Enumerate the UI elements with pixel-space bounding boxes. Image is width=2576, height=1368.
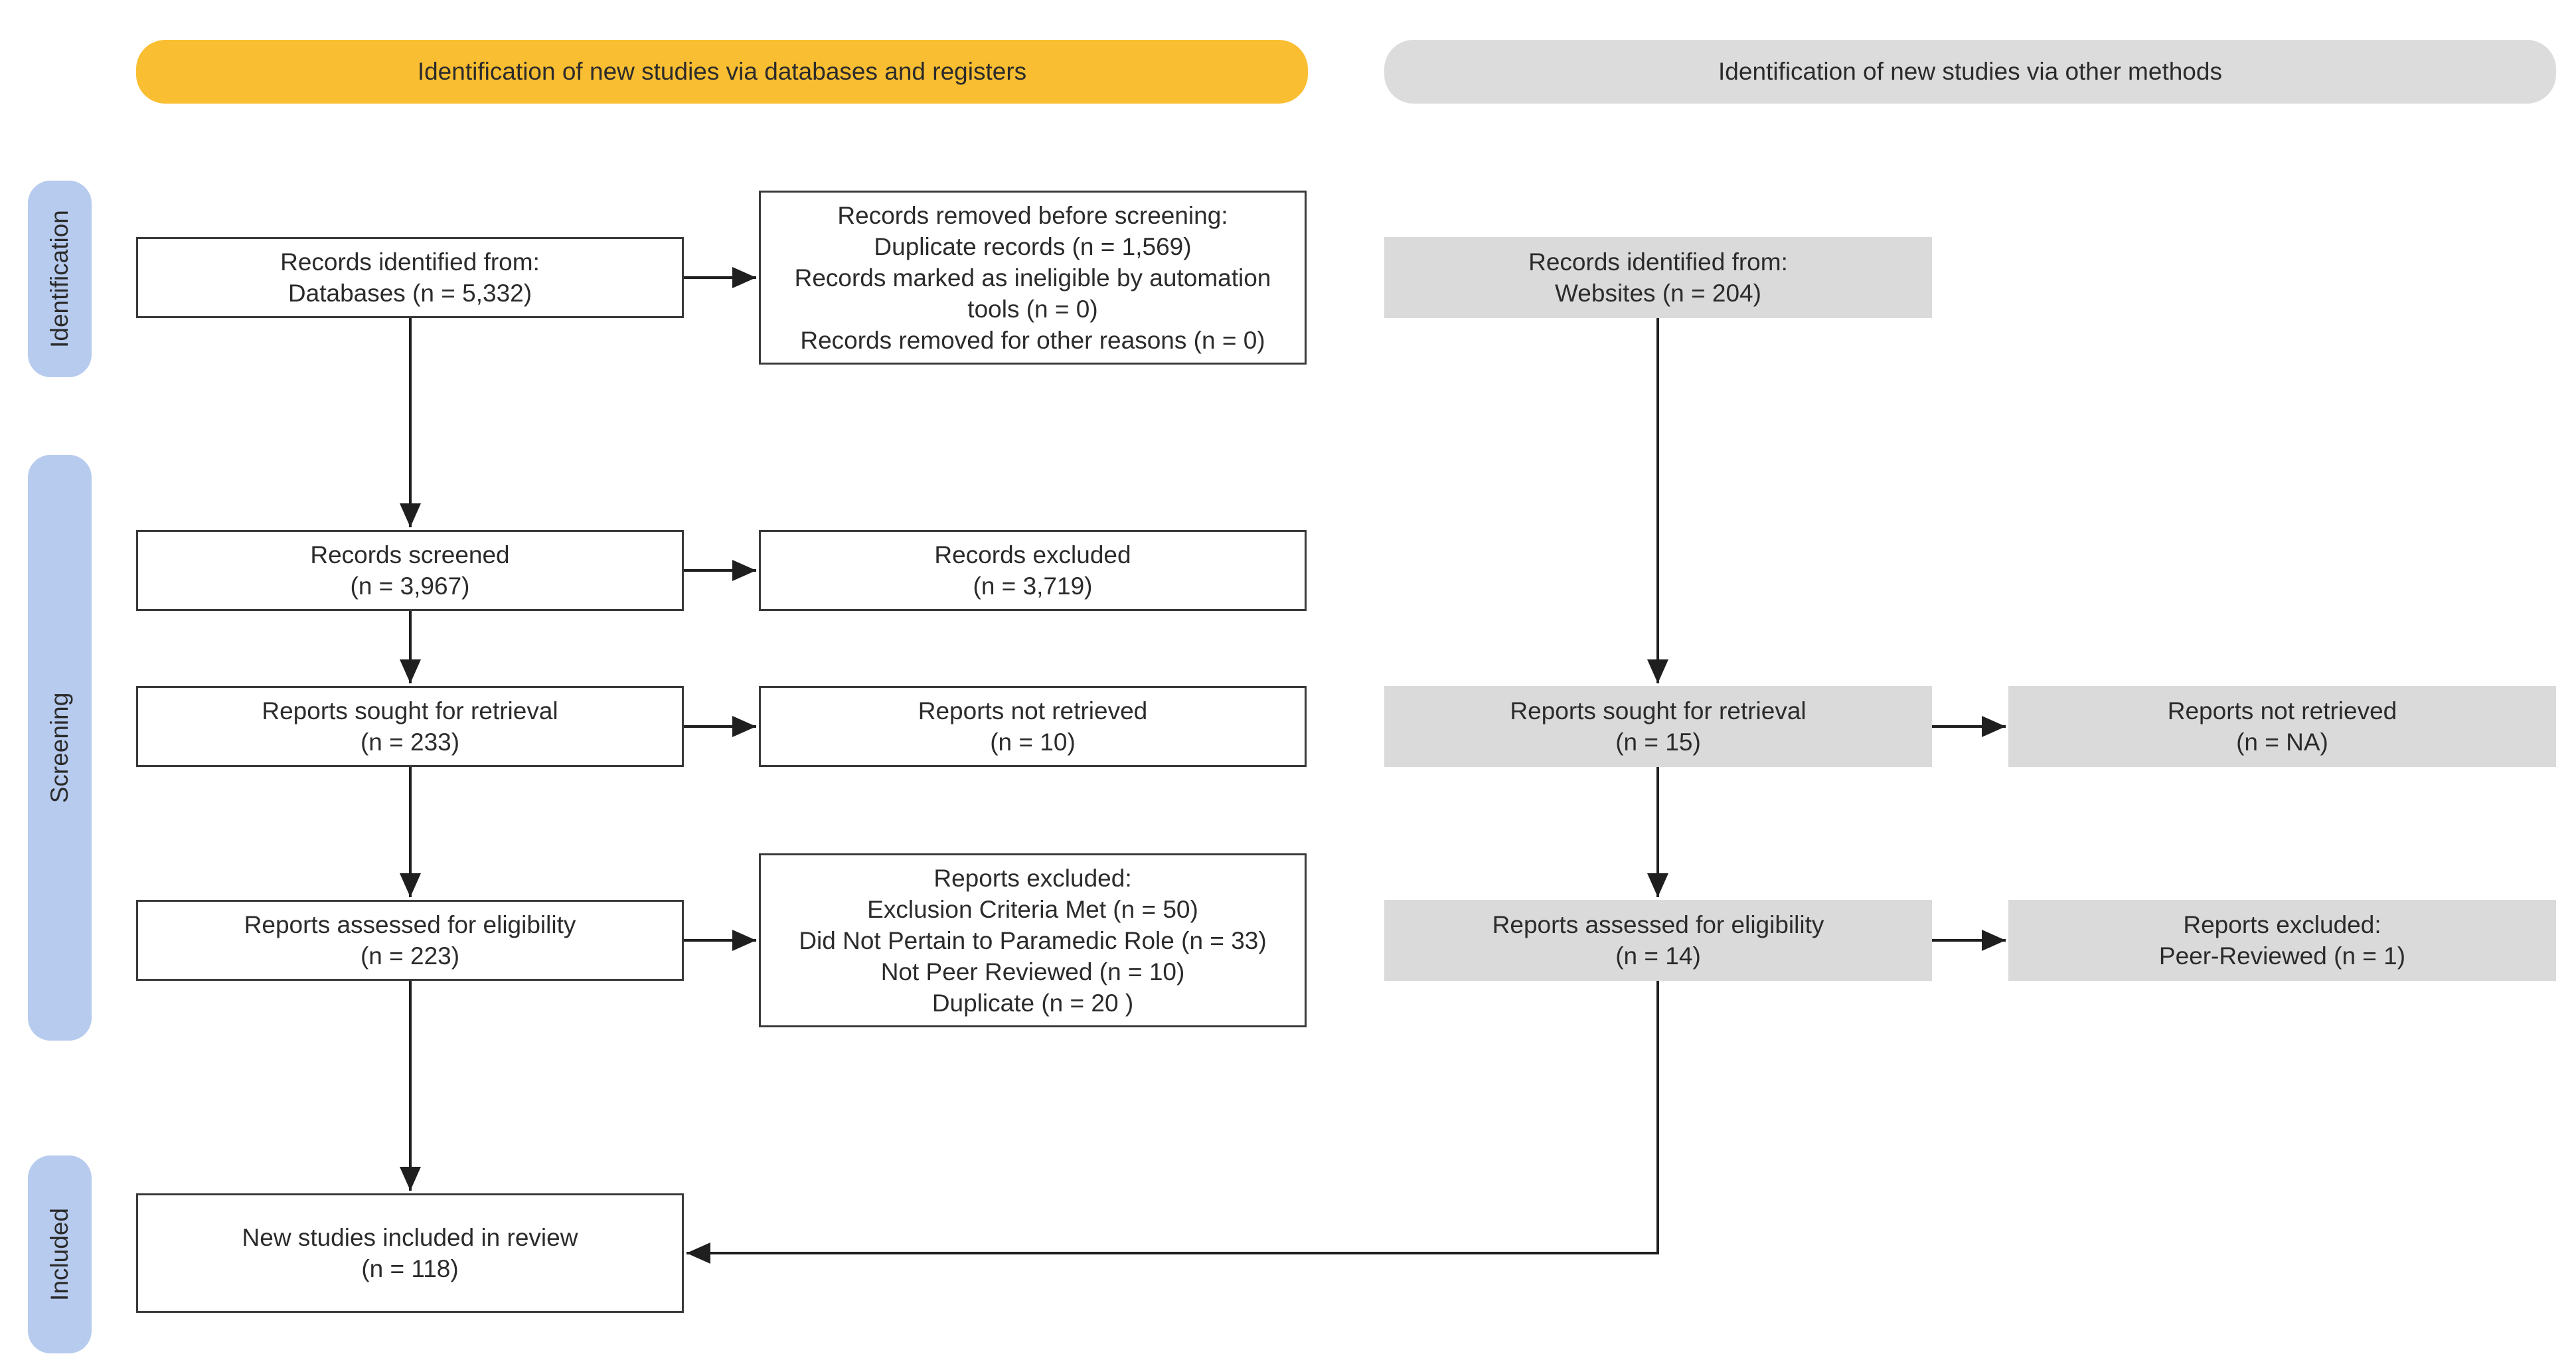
header-other-methods: Identification of new studies via other … xyxy=(1384,40,2556,104)
records-removed-line5: Records removed for other reasons (n = 0… xyxy=(800,326,1265,354)
reports-not-retrieved-databases-line2: (n = 10) xyxy=(990,728,1076,756)
records-identified-databases-line1: Records identified from: xyxy=(280,248,540,276)
reports-excluded-databases-line2: Exclusion Criteria Met (n = 50) xyxy=(867,895,1198,923)
reports-assessed-databases-box: Reports assessed for eligibility (n = 22… xyxy=(136,900,684,981)
records-identified-databases-line2: Databases (n = 5,332) xyxy=(287,280,532,307)
reports-excluded-websites-line1: Reports excluded: xyxy=(2183,911,2381,938)
phase-identification: Identification xyxy=(28,181,92,377)
reports-assessed-databases-line1: Reports assessed for eligibility xyxy=(244,911,576,938)
records-removed-line1: Records removed before screening: xyxy=(837,201,1228,229)
records-removed-line3: Records marked as ineligible by automati… xyxy=(794,264,1271,292)
records-identified-websites-box: Records identified from: Websites (n = 2… xyxy=(1384,237,1932,318)
reports-not-retrieved-databases-line1: Reports not retrieved xyxy=(918,697,1148,725)
new-studies-included-line1: New studies included in review xyxy=(242,1224,578,1251)
records-removed-box: Records removed before screening: Duplic… xyxy=(759,191,1307,365)
records-removed-line4: tools (n = 0) xyxy=(967,295,1098,323)
reports-sought-websites-box: Reports sought for retrieval (n = 15) xyxy=(1384,686,1932,767)
reports-excluded-websites-line2: Peer-Reviewed (n = 1) xyxy=(2158,942,2406,970)
reports-excluded-websites-box: Reports excluded: Peer-Reviewed (n = 1) xyxy=(2008,900,2556,981)
phase-screening: Screening xyxy=(28,455,92,1041)
reports-sought-databases-box: Reports sought for retrieval (n = 233) xyxy=(136,686,684,767)
reports-excluded-databases-box: Reports excluded: Exclusion Criteria Met… xyxy=(759,853,1307,1027)
arrow-websites-assessed-to-included xyxy=(686,981,1659,1264)
reports-sought-websites-line2: (n = 15) xyxy=(1615,728,1701,756)
records-screened-box: Records screened (n = 3,967) xyxy=(136,530,684,611)
header-other-methods-label: Identification of new studies via other … xyxy=(1718,58,2222,85)
reports-excluded-databases-line3: Did Not Pertain to Paramedic Role (n = 3… xyxy=(799,926,1267,954)
reports-not-retrieved-websites-box: Reports not retrieved (n = NA) xyxy=(2008,686,2556,767)
reports-not-retrieved-databases-box: Reports not retrieved (n = 10) xyxy=(759,686,1307,767)
reports-sought-websites-line1: Reports sought for retrieval xyxy=(1510,697,1807,725)
reports-excluded-databases-line4: Not Peer Reviewed (n = 10) xyxy=(880,958,1185,985)
reports-sought-databases-line1: Reports sought for retrieval xyxy=(262,697,558,725)
records-identified-databases-box: Records identified from: Databases (n = … xyxy=(136,237,684,318)
new-studies-included-line2: (n = 118) xyxy=(361,1255,459,1282)
reports-excluded-databases-line5: Duplicate (n = 20 ) xyxy=(931,989,1134,1017)
records-excluded-line1: Records excluded xyxy=(934,541,1131,568)
records-identified-websites-line2: Websites (n = 204) xyxy=(1555,280,1761,307)
header-databases-registers: Identification of new studies via databa… xyxy=(136,40,1308,104)
records-excluded-line2: (n = 3,719) xyxy=(973,572,1093,600)
reports-excluded-databases-line1: Reports excluded: xyxy=(933,864,1132,892)
records-screened-line2: (n = 3,967) xyxy=(350,572,470,600)
reports-assessed-databases-line2: (n = 223) xyxy=(360,942,460,970)
header-databases-registers-label: Identification of new studies via databa… xyxy=(417,58,1027,85)
new-studies-included-box: New studies included in review (n = 118) xyxy=(136,1193,684,1313)
reports-assessed-websites-line1: Reports assessed for eligibility xyxy=(1492,911,1824,938)
reports-sought-databases-line2: (n = 233) xyxy=(360,728,460,756)
reports-not-retrieved-websites-line2: (n = NA) xyxy=(2236,728,2328,756)
reports-assessed-websites-line2: (n = 14) xyxy=(1615,942,1701,970)
records-identified-websites-line1: Records identified from: xyxy=(1528,248,1788,276)
phase-included: Included xyxy=(28,1155,92,1353)
records-screened-line1: Records screened xyxy=(310,541,510,568)
reports-assessed-websites-box: Reports assessed for eligibility (n = 14… xyxy=(1384,900,1932,981)
records-excluded-box: Records excluded (n = 3,719) xyxy=(759,530,1307,611)
reports-not-retrieved-websites-line1: Reports not retrieved xyxy=(2167,697,2397,725)
records-removed-line2: Duplicate records (n = 1,569) xyxy=(874,232,1192,260)
